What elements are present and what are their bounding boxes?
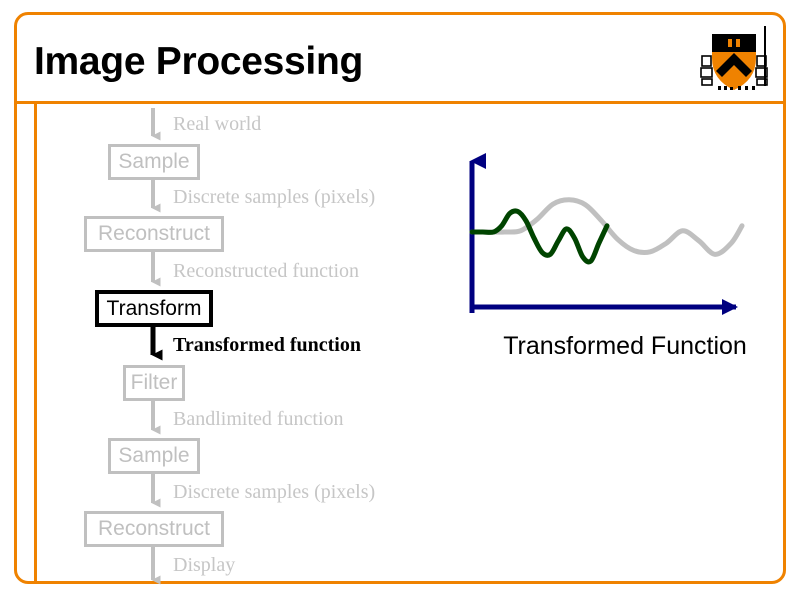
flow-node-filter[interactable]: Filter [123,365,185,401]
flow-node-reconstruct-1[interactable]: Reconstruct [84,216,224,252]
processing-pipeline-flowchart: Sample Reconstruct Transform Filter Samp… [84,108,376,585]
flow-edge-label-discrete-samples-1: Discrete samples (pixels) [173,186,376,208]
header-divider [14,101,786,104]
flowchart-connectors [150,108,163,585]
flow-edge-label-reconstructed-function: Reconstructed function [173,260,360,282]
flow-node-label: Reconstruct [97,222,211,245]
plot-series-transformed-function [469,208,610,265]
princeton-shield-logo [700,22,776,94]
flow-node-label: Reconstruct [97,517,211,540]
transformed-function-plot [450,135,780,375]
flow-node-label: Sample [118,150,190,173]
plot-series-original-function [469,197,745,257]
flow-edge-label-real-world: Real world [173,113,262,135]
flow-node-label: Transform [106,296,202,320]
flow-node-label: Filter [130,371,178,394]
flow-edge-label-bandlimited-function: Bandlimited function [173,408,344,430]
body-left-rule [34,101,37,584]
plot-axes [469,153,738,315]
flow-edge-label-transformed-function: Transformed function [173,334,361,356]
flow-node-sample-2[interactable]: Sample [108,438,200,474]
page-title: Image Processing [34,40,364,83]
flow-node-transform[interactable]: Transform [95,290,213,327]
flow-edge-label-discrete-samples-2: Discrete samples (pixels) [173,481,376,503]
flow-edge-label-display: Display [173,554,236,576]
flow-node-sample-1[interactable]: Sample [108,144,200,180]
flow-node-label: Sample [118,444,190,467]
flow-node-reconstruct-2[interactable]: Reconstruct [84,511,224,547]
plot-caption: Transformed Function [503,332,747,360]
plot-svg [469,153,745,315]
